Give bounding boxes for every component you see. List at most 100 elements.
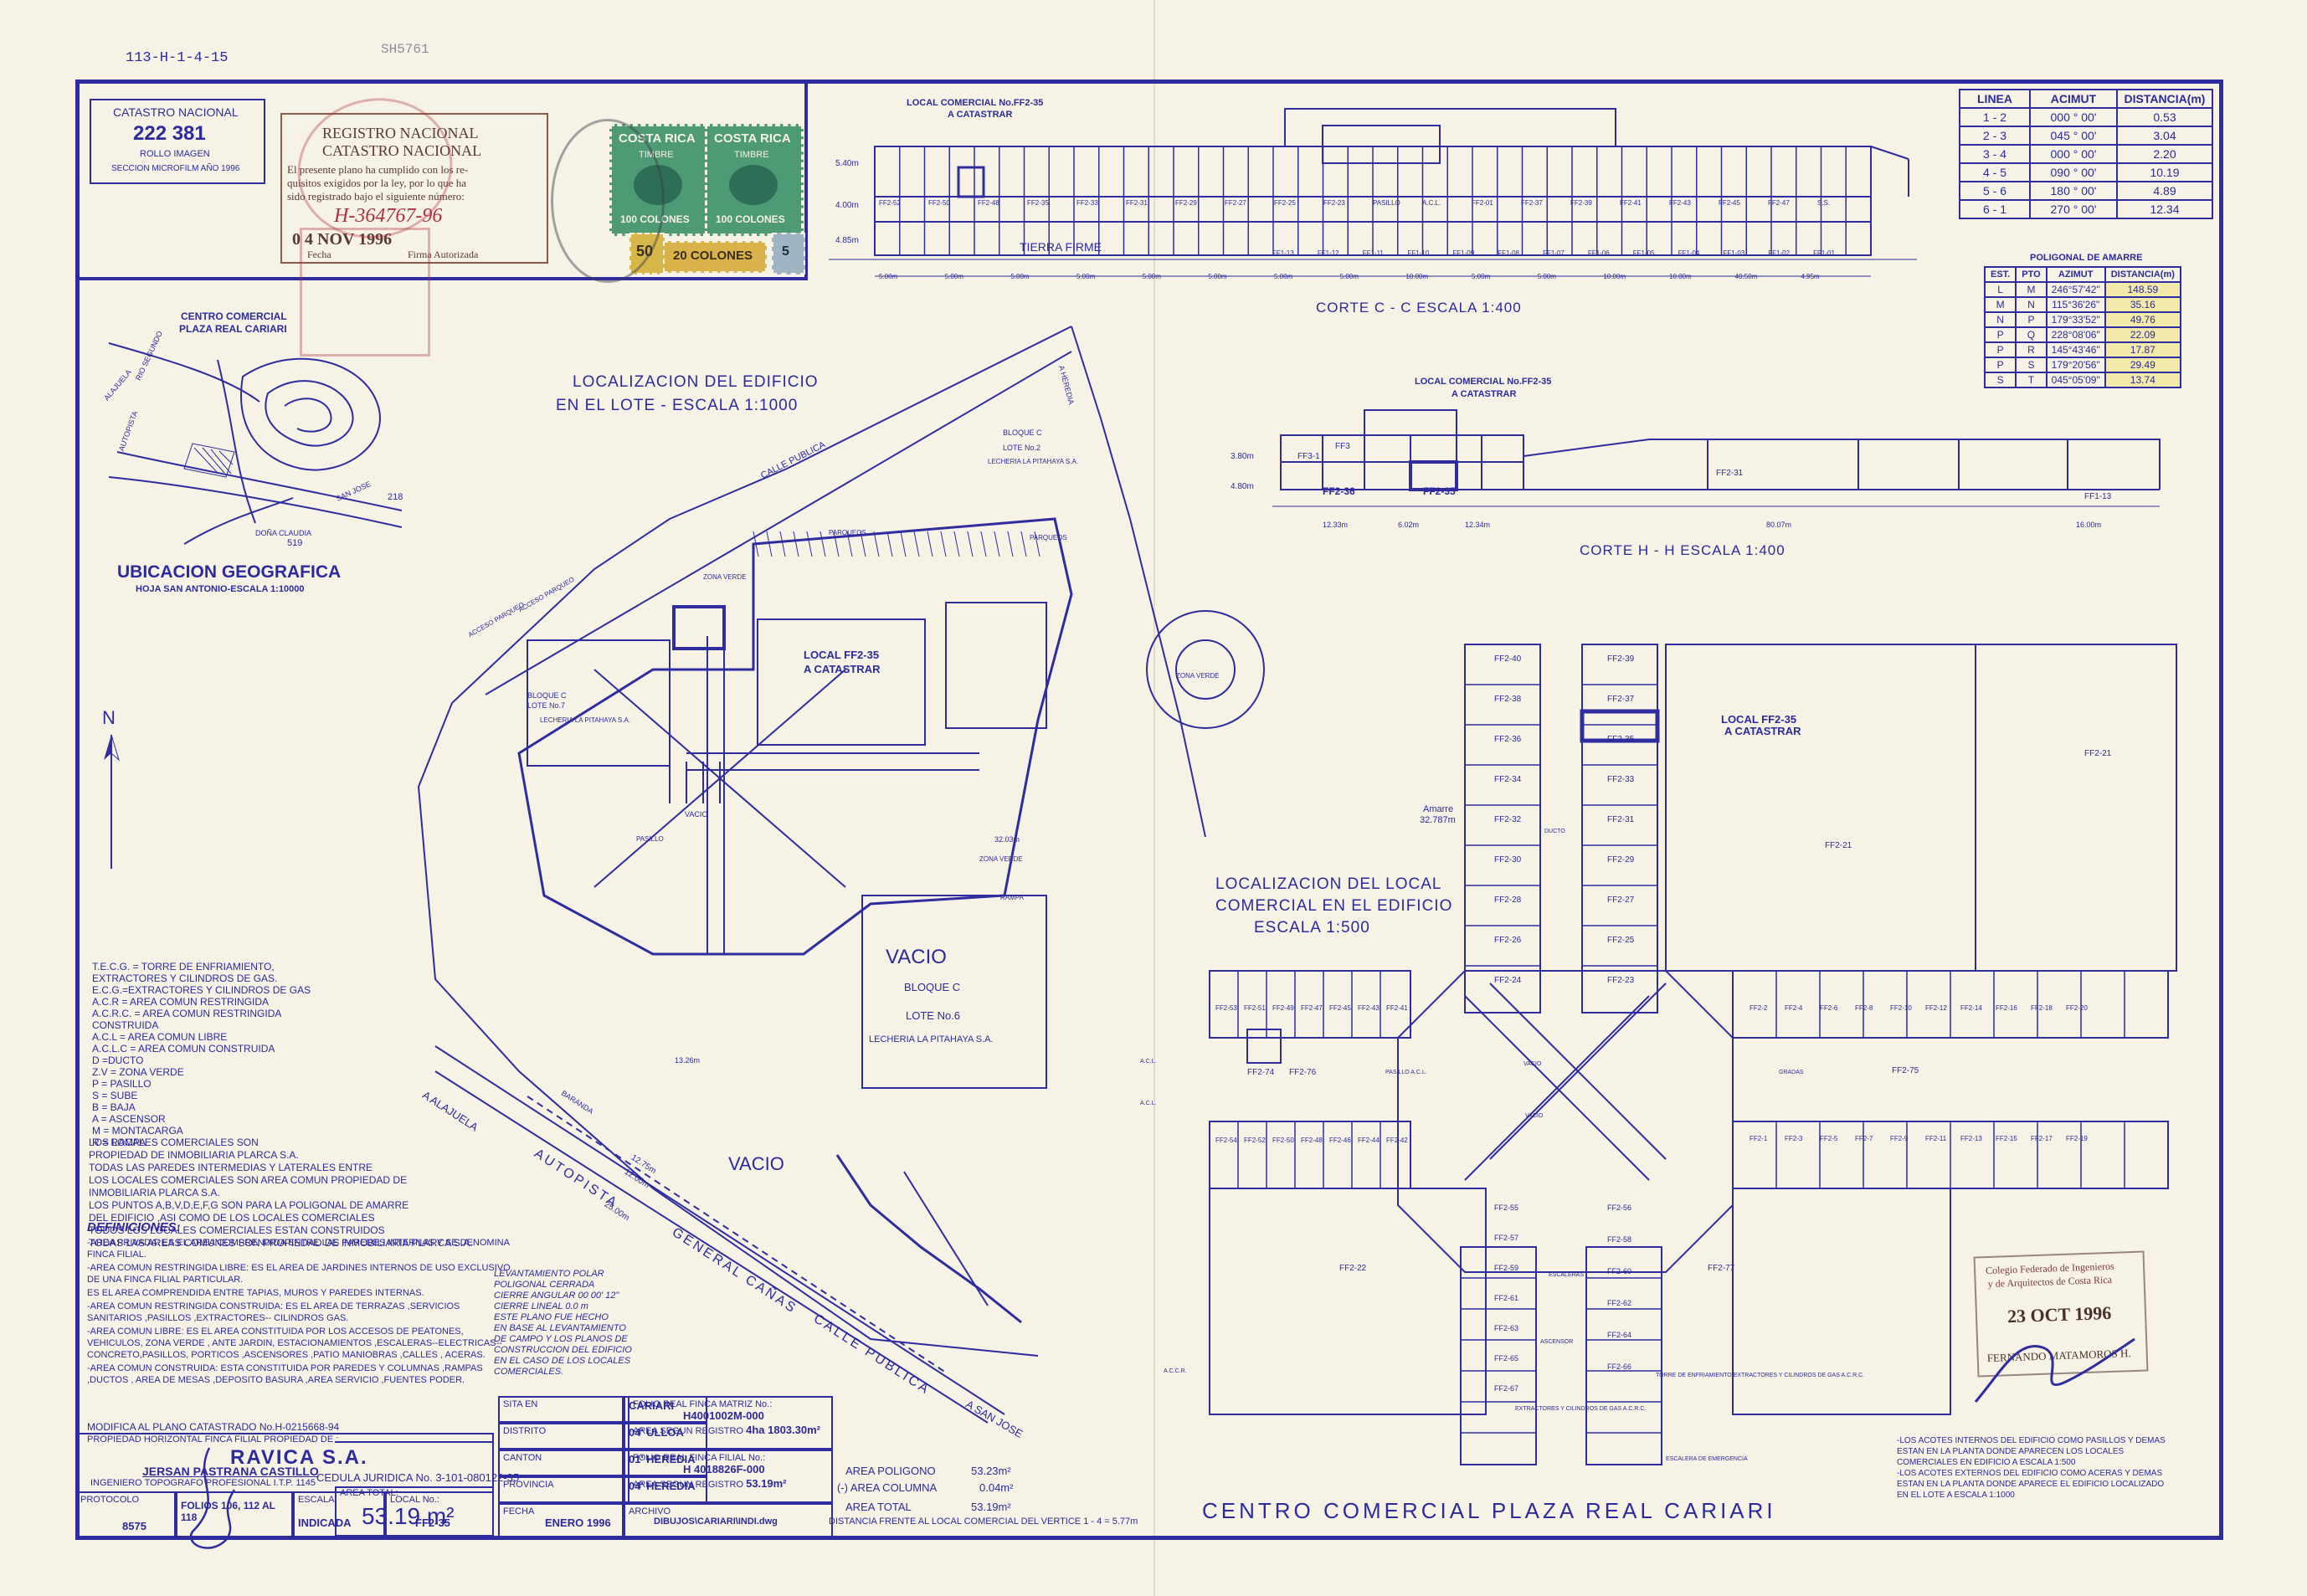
catastro-seccion: SECCION MICROFILM AÑO 1996	[111, 164, 240, 173]
poligonal-cell: P	[1983, 326, 2017, 343]
engineer-signature	[1974, 1337, 2135, 1403]
tb-fecha-cell: FECHA ENERO 1996	[498, 1503, 624, 1540]
bloque-2-l1: BLOQUE C	[1003, 429, 1042, 437]
parking-stall	[779, 531, 786, 557]
tb-provincia: 04' HEREDIA	[629, 1480, 696, 1492]
tb-area-registro-label: AREA SEGUN REGISTRO	[633, 1426, 744, 1436]
abbreviation-line: S = SUBE	[92, 1090, 138, 1101]
corte-hh-unit-ff1-13: FF1-13	[2084, 492, 2112, 501]
lote-site-plan	[417, 326, 1265, 1424]
ubicacion-number-519: 519	[287, 538, 303, 548]
poligonal-cell: 35.16	[2104, 296, 2181, 313]
poligonal-cell: 115°36'26"	[2045, 296, 2106, 313]
corte-cc-unit: FF2-50	[928, 199, 950, 207]
tb-folio-matriz: H4001002M-000	[683, 1409, 764, 1422]
tb-fecha: ENERO 1996	[545, 1516, 611, 1529]
plan-unit: FF2-50	[1272, 1137, 1294, 1144]
corte-cc-lower-unit: FF1-02	[1768, 249, 1791, 257]
note-line: TODAS LAS AREAS COMUNES SON PROPIEDAD DE…	[89, 1237, 473, 1249]
plan-unit: FF2-31	[1607, 815, 1635, 824]
plan-unit: FF2-30	[1494, 855, 1522, 865]
poligonal-cell: 49.76	[2104, 311, 2181, 328]
note-line: LOS PUNTOS A,B,V,D,E,F,G SON PARA LA POL…	[89, 1199, 409, 1211]
tb-archivo-label: ARCHIVO	[629, 1506, 671, 1516]
tb-distrito: 04' ULLOA	[629, 1426, 684, 1439]
corte-cc-local-label2: A CATASTRAR	[948, 110, 1013, 120]
plan-unit: FF2-61	[1494, 1294, 1519, 1302]
abbreviation-line: M = MONTACARGA	[92, 1125, 183, 1137]
corte-cc-unit: FF2-37	[1521, 199, 1543, 207]
parking-stall	[833, 531, 840, 557]
tb-sita-label: SITA EN	[503, 1399, 538, 1409]
poligonal-header-distancia: DISTANCIA(m)	[2104, 266, 2181, 283]
tb-folios: FOLIOS 106, 112 AL 118	[181, 1500, 275, 1523]
definicion-item: -AREA COMUN RESTRINGIDA LIBRE: ES EL ARE…	[87, 1263, 511, 1285]
registro-stamp: REGISTRO NACIONAL CATASTRO NACIONAL El p…	[280, 113, 548, 264]
definicion-item: ES EL AREA COMPRENDIDA ENTRE TAPIAS, MUR…	[87, 1288, 424, 1298]
corte-cc-lower-unit: FF1-12	[1317, 249, 1339, 257]
plan-unit: FF2-52	[1244, 1137, 1266, 1144]
plan-unit: FF2-44	[1358, 1137, 1380, 1144]
definicion-item: -AREA COMUN CONSTRUIDA: ESTA CONSTITUIDA…	[87, 1363, 483, 1385]
lote-local-label1: LOCAL FF2-35	[804, 649, 880, 661]
plan-unit: FF2-39	[1607, 654, 1635, 664]
poligonal-cell: 29.49	[2104, 357, 2181, 373]
plan-unit: FF2-56	[1607, 1203, 1632, 1212]
tb-folio-matriz-cell: FOLIO REAL FINCA MATRIZ No.: H4001002M-0…	[628, 1396, 833, 1450]
corte-cc-lower-unit: FF1-11	[1362, 249, 1384, 257]
plan-unit: FF2-29	[1607, 855, 1635, 865]
corte-cc-lower-unit: FF1-08	[1498, 249, 1520, 257]
bloque-7-l1: BLOQUE C	[527, 691, 567, 700]
note-line: LOS LOCALES COMERCIALES SON AREA COMUN P…	[89, 1174, 408, 1186]
corte-cc-unit: PASILLO	[1373, 199, 1400, 207]
corte-cc-unit: FF2-48	[978, 199, 999, 207]
stamp-5-value: 5	[782, 244, 789, 259]
corte-cc-unit: FF2-41	[1620, 199, 1642, 207]
corte-cc-unit: FF2-27	[1225, 199, 1246, 207]
levantamiento-line: EN EL CASO DE LOS LOCALES	[494, 1356, 631, 1366]
plan-unit: FF2-14	[1960, 1004, 1982, 1012]
poligonal-cell: L	[1983, 281, 2017, 298]
linea-cell: 1 - 2	[1959, 107, 2031, 127]
plan-unit: FF2-60	[1607, 1267, 1632, 1275]
plan-unit: FF2-63	[1494, 1324, 1519, 1332]
lote-zona-verde-round: ZONA VERDE	[1176, 672, 1220, 680]
corte-cc-dim: 5.00m	[1208, 273, 1227, 280]
plan-unit: FF2-58	[1607, 1235, 1632, 1244]
lote-dim-5: 13.26m	[675, 1056, 701, 1065]
ubicacion-subtitle: HOJA SAN ANTONIO-ESCALA 1:10000	[136, 584, 305, 594]
corte-cc-dim: 4.95m	[1801, 273, 1820, 280]
corte-cc-unit: FF2-01	[1472, 199, 1493, 207]
definicion-item: -AREA COMUN RESTRINGIDA CONSTRUIDA: ES E…	[87, 1301, 460, 1323]
poligonal-cell: N	[1983, 311, 2017, 328]
drawing-frame	[75, 80, 2223, 1540]
corte-cc-unit: A.C.L.	[1422, 199, 1441, 207]
stamp-2-country: COSTA RICA	[714, 131, 791, 146]
plan-unit: FF2-25	[1607, 936, 1635, 945]
abbreviation-line: CONSTRUIDA	[92, 1019, 159, 1031]
definicion-item: -AREA PRIVADA: ES EL AREA COMPRENDIDA EN…	[87, 1238, 510, 1260]
corte-cc-lower-unit: FF1-10	[1407, 249, 1430, 257]
plan-unit: FF2-46	[1329, 1137, 1351, 1144]
abbreviations-legend: T.E.C.G. = TORRE DE ENFRIAMIENTO,EXTRACT…	[92, 961, 311, 1148]
tb-area-columna: 0.04m²	[979, 1481, 1014, 1494]
definiciones-list: -AREA PRIVADA: ES EL AREA COMPRENDIDA EN…	[87, 1237, 514, 1388]
plan-label: A.C.C.R.	[1164, 1368, 1187, 1374]
corte-hh-local-label2: A CATASTRAR	[1452, 389, 1517, 399]
note-line: PROPIEDAD DE INMOBILIARIA PLARCA S.A.	[89, 1149, 299, 1161]
linea-cell: 045 ° 00'	[2029, 126, 2118, 146]
corte-cc-dim: 5.00m	[1537, 273, 1556, 280]
corte-hh-dim: 16.00m	[2076, 521, 2102, 529]
bottom-note-line: -LOS ACOTES INTERNOS DEL EDIFICIO COMO P…	[1897, 1436, 2166, 1445]
plan-unit: FF2-2	[1750, 1004, 1768, 1012]
local-plan-label2: A CATASTRAR	[1724, 725, 1801, 737]
linea-cell: 2 - 3	[1959, 126, 2031, 146]
tb-area-poligono: 53.23m²	[971, 1465, 1011, 1477]
plan-unit: FF2-67	[1494, 1384, 1519, 1393]
tb-provincia-cell: PROVINCIA	[498, 1476, 624, 1503]
